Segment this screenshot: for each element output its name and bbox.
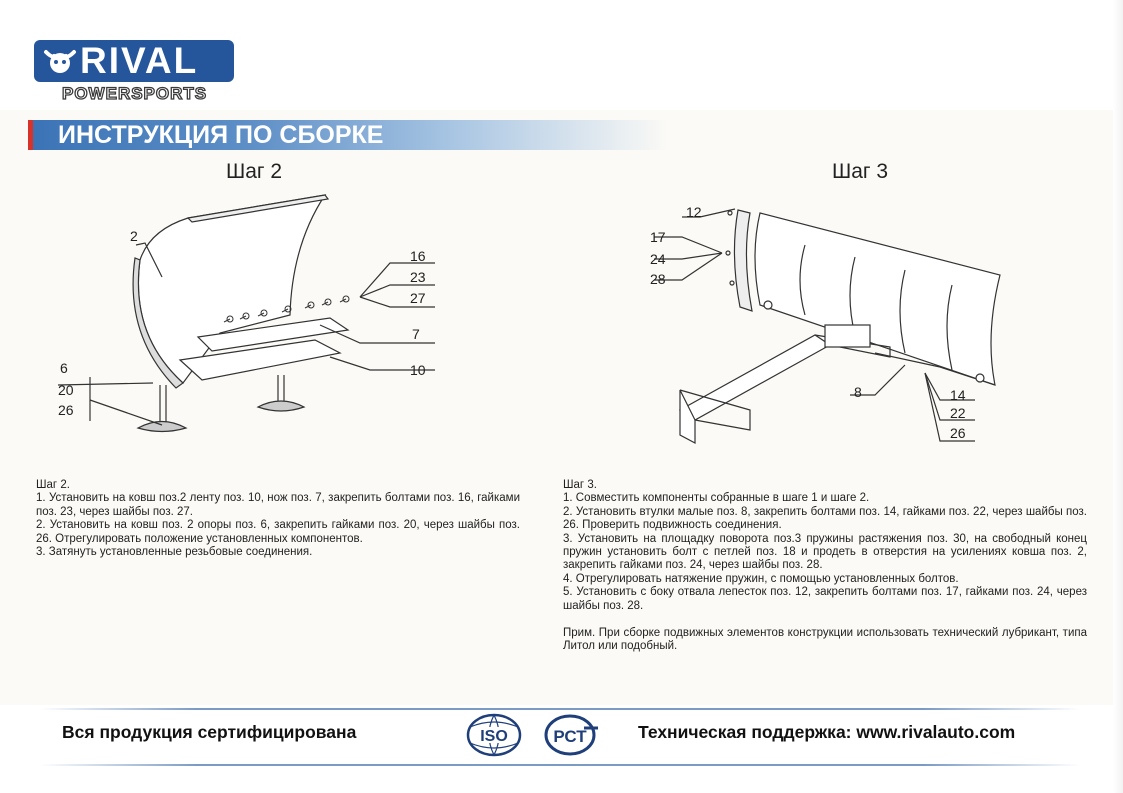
step2-heading: Шаг 2. [36, 479, 70, 491]
callout-23: 23 [410, 269, 426, 285]
step3-title: Шаг 3 [832, 160, 889, 183]
support-text: Техническая поддержка: www.rivalauto.com [638, 722, 1016, 742]
step3-item-5: 5. Установить с боку отвала лепесток поз… [563, 586, 1087, 612]
iso-logo-icon: ISO [466, 713, 522, 757]
step2-title: Шаг 2 [226, 160, 283, 183]
callout-28: 28 [650, 271, 666, 287]
iso-label: ISO [480, 728, 508, 745]
callout-22: 22 [950, 405, 966, 421]
footer-top-line [40, 708, 1080, 710]
step2-item-3: 3. Затянуть установленные резьбовые соед… [36, 546, 313, 559]
callout-26: 26 [58, 402, 74, 418]
step3-item-2: 2. Установить втулки малые поз. 8, закре… [563, 505, 1087, 532]
callout-16: 16 [410, 248, 426, 264]
title-band [28, 120, 668, 150]
step3-item-3: 3. Установить на площадку поворота поз.3… [563, 532, 1087, 572]
footer-bottom-line [40, 764, 1080, 766]
step3-instructions: Шаг 3. 1. Совместить компоненты собранны… [563, 479, 1087, 654]
callout-12: 12 [686, 204, 702, 220]
certification-text: Вся продукция сертифицирована [62, 722, 357, 742]
callout-27: 27 [410, 290, 426, 306]
step2-item-2: 2. Установить на ковш поз. 2 опоры поз. … [36, 519, 520, 545]
bull-emblem-icon [44, 50, 76, 73]
callout-7: 7 [412, 326, 420, 342]
brand-sub: POWERSPORTS [61, 83, 208, 103]
step3-diagram: 12 17 24 28 8 14 22 26 [650, 204, 1001, 444]
step2-diagram: 2 16 23 27 7 10 6 20 26 [57, 194, 435, 433]
callout-14: 14 [950, 387, 966, 403]
plow-assembly-drawing [654, 208, 1001, 444]
rst-label: РСТ [553, 727, 587, 746]
callout-24: 24 [650, 251, 666, 267]
callout-10: 10 [410, 362, 426, 378]
callout-20: 20 [58, 382, 74, 398]
step3-note: Прим. При сборке подвижных элементов кон… [563, 627, 1087, 653]
page-edge-shadow [1113, 0, 1123, 793]
rst-logo-icon: РСТ [544, 714, 598, 756]
content-background [0, 110, 1113, 705]
callout-6: 6 [60, 360, 68, 376]
callout-17: 17 [650, 229, 666, 245]
step2-item-1: 1. Установить на ковш поз.2 ленту поз. 1… [36, 492, 520, 518]
title-band-accent [28, 120, 33, 150]
rival-logo: RIVAL POWERSPORTS [34, 40, 234, 106]
callout-8: 8 [854, 384, 862, 400]
callout-2: 2 [130, 228, 138, 244]
brand-name: RIVAL [80, 40, 199, 81]
step3-item-1: 1. Совместить компоненты собранные в шаг… [563, 492, 870, 505]
step2-instructions: Шаг 2. 1. Установить на ковш поз.2 ленту… [36, 479, 520, 559]
blade-drawing [57, 194, 435, 433]
step3-item-4: 4. Отрегулировать натяжение пружин, с по… [563, 572, 959, 585]
page-title: ИНСТРУКЦИЯ ПО СБОРКЕ [58, 121, 384, 149]
step3-heading: Шаг 3. [563, 479, 597, 491]
callout-26-step3: 26 [950, 425, 966, 441]
